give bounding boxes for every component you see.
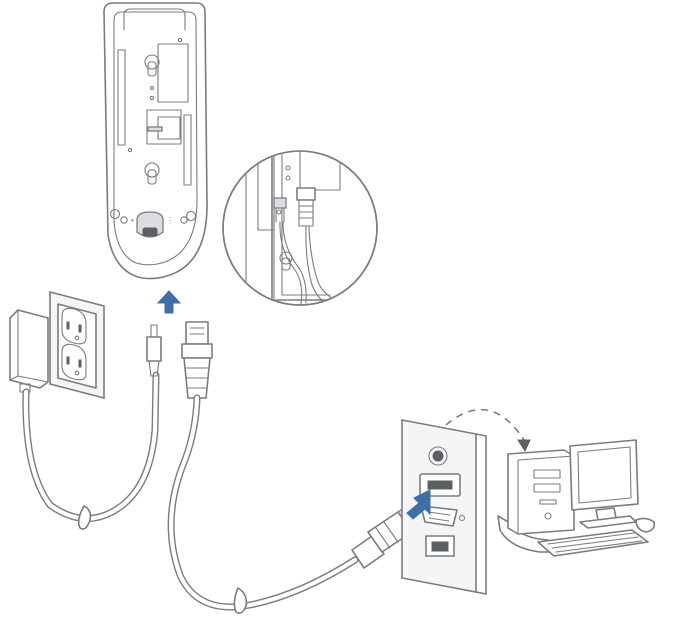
port-symbol-left: • — [131, 216, 134, 225]
power-cable — [22, 371, 160, 530]
host-computer — [497, 439, 656, 557]
cable-tie-icon — [77, 505, 92, 530]
dc-power-plug — [146, 324, 162, 377]
cable-tie-icon-2 — [233, 587, 248, 614]
power-adapter — [9, 309, 49, 393]
rj45-connector — [181, 321, 213, 399]
interface-cable — [167, 394, 359, 614]
port-symbol: ⋮ — [166, 216, 174, 225]
mount-keyhole-bottom — [144, 162, 160, 185]
host-port-panel — [401, 419, 487, 595]
connection-arc — [445, 408, 525, 441]
insert-arrow-icon — [406, 489, 431, 520]
insert-arrow-up-icon — [156, 290, 182, 314]
arc-arrowhead-icon — [517, 439, 531, 453]
wall-outlet — [49, 290, 105, 400]
scanner-base: ⋮ • — [103, 2, 208, 280]
cable-port-detail — [222, 150, 378, 306]
mount-keyhole-top — [144, 54, 160, 77]
